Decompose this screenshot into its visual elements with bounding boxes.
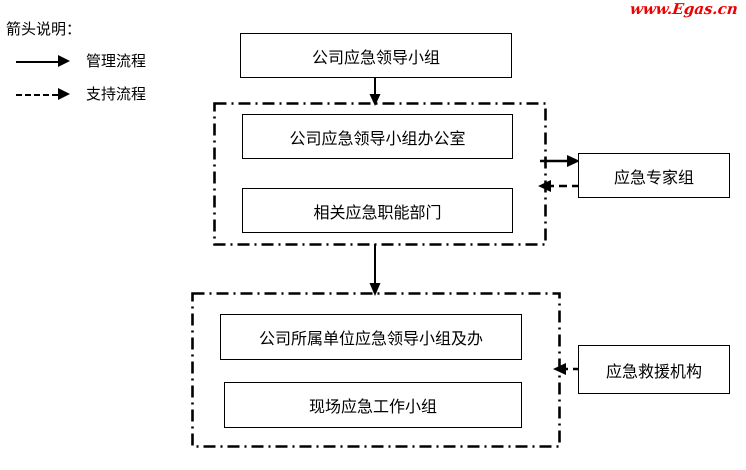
- legend-title: 箭头说明：: [6, 20, 82, 38]
- connector-rescue-to-unit-group: [553, 363, 580, 375]
- solid-line-icon: [16, 61, 60, 63]
- connector-expert-to-company-group: [538, 180, 580, 192]
- solid-arrow-icon: [58, 55, 70, 67]
- node-company-emergency-office[interactable]: 公司应急领导小组办公室: [242, 114, 513, 159]
- site-watermark: www.Egas.cn: [629, 0, 739, 18]
- node-top-leadership-group[interactable]: 公司应急领导小组: [240, 33, 512, 78]
- legend-label-management: 管理流程: [86, 52, 147, 70]
- connector-company-group-to-unit-group: [369, 244, 381, 296]
- dashed-arrow-icon: [58, 88, 70, 100]
- node-expert-group[interactable]: 应急专家组: [578, 153, 730, 198]
- node-subsidiary-leadership-group[interactable]: 公司所属单位应急领导小组及办: [220, 314, 522, 360]
- legend-label-support: 支持流程: [86, 85, 147, 103]
- node-rescue-organization[interactable]: 应急救援机构: [578, 345, 730, 394]
- node-related-function-departments[interactable]: 相关应急职能部门: [242, 188, 513, 233]
- dashed-line-icon: [16, 94, 58, 96]
- node-onsite-working-group[interactable]: 现场应急工作小组: [224, 382, 522, 428]
- connector-top-to-company-group: [369, 76, 381, 106]
